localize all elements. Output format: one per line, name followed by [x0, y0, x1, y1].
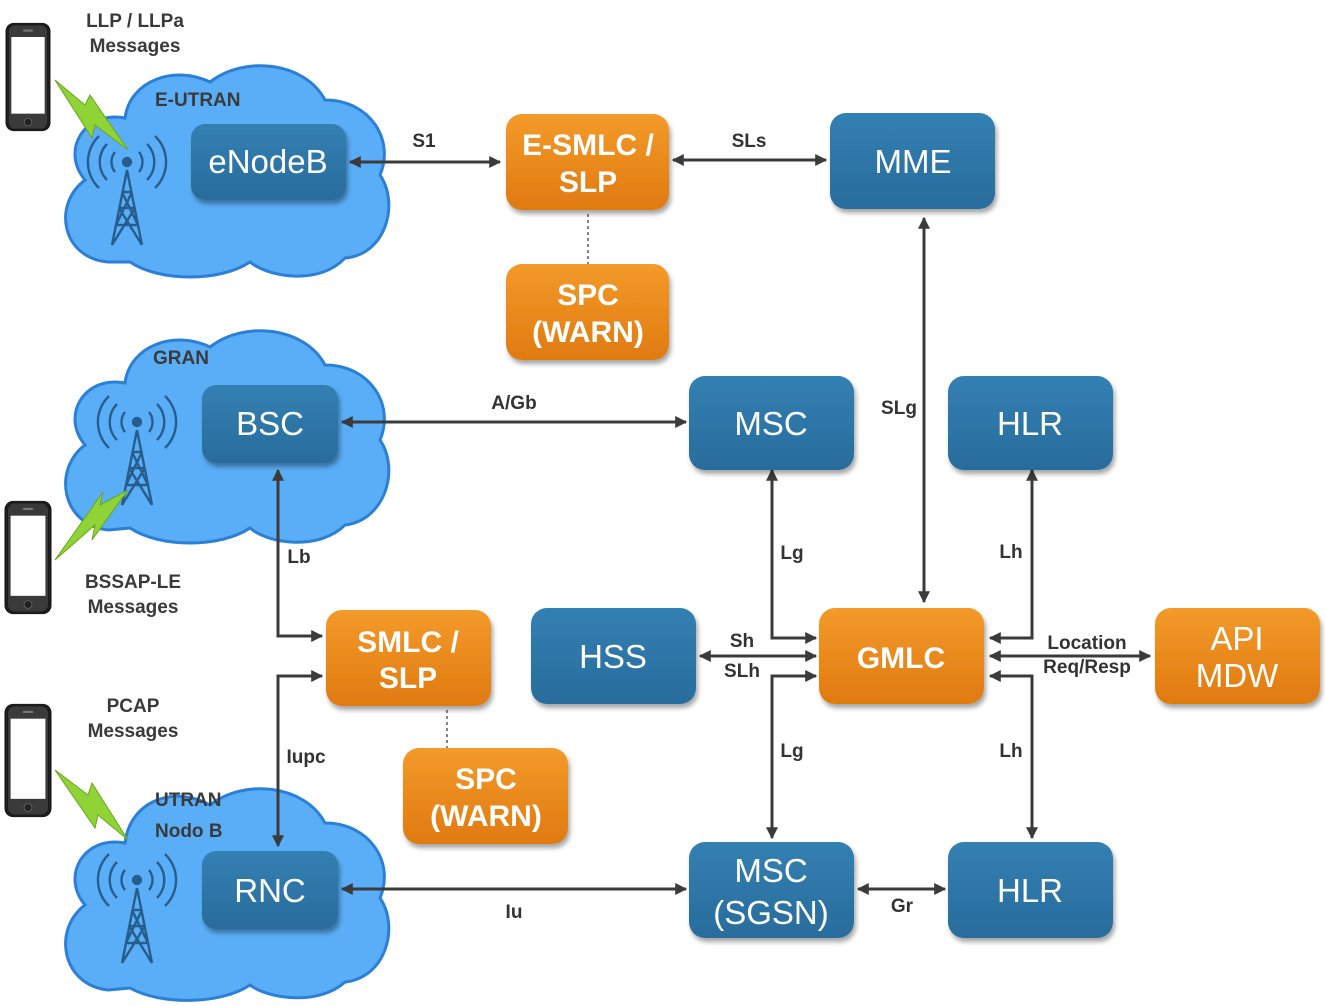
msg-llp-line1: LLP / LLPa: [86, 11, 184, 32]
edge-label-lg-top: Lg: [780, 543, 803, 564]
node-label-spc-bottom-line2: (WARN): [430, 800, 542, 833]
phone-icon: [3, 703, 53, 818]
phone-middle: [3, 489, 129, 615]
node-label-hlr-bottom: HLR: [997, 872, 1063, 909]
edge-label-lh-top: Lh: [999, 542, 1022, 563]
node-gmlc[interactable]: GMLC: [819, 608, 984, 704]
link-lb: [272, 468, 324, 642]
edge-label-lh-bottom: Lh: [999, 741, 1022, 762]
msg-llp-line2: Messages: [90, 36, 181, 57]
msg-pcap-line1: PCAP: [107, 696, 160, 717]
edge-label-agb: A/Gb: [491, 393, 536, 414]
node-label-enodeb: eNodeB: [208, 143, 327, 180]
node-mme[interactable]: MME: [830, 113, 995, 209]
node-label-msc-sgsn-line1: MSC: [734, 852, 807, 889]
lightning-icon: [54, 79, 129, 151]
node-rnc[interactable]: RNC: [202, 851, 338, 929]
cloud-label-gran: GRAN: [153, 348, 209, 369]
node-label-spc-bottom-line1: SPC: [455, 763, 517, 796]
node-esmlc[interactable]: E-SMLC / SLP: [506, 114, 669, 210]
edge-label-iu: Iu: [506, 902, 523, 923]
edge-label-sls: SLs: [732, 131, 767, 152]
node-msc-top[interactable]: MSC: [689, 376, 854, 470]
node-enodeb[interactable]: eNodeB: [191, 124, 346, 200]
cloud-label-utran: UTRAN: [155, 790, 222, 811]
link-lg-top: [766, 468, 818, 644]
edge-label-location: Location: [1047, 633, 1126, 654]
node-label-msc-top: MSC: [734, 405, 807, 442]
edge-label-slg: SLg: [881, 398, 917, 419]
edge-label-s1: S1: [412, 131, 436, 152]
edge-label-sh: Sh: [730, 631, 754, 652]
lightning-icon: [54, 489, 129, 561]
phone-top: [5, 22, 129, 151]
edge-label-slh: SLh: [724, 661, 760, 682]
node-api-mdw[interactable]: API MDW: [1155, 608, 1320, 704]
node-smlc[interactable]: SMLC / SLP: [326, 610, 491, 706]
edge-label-lb: Lb: [287, 547, 310, 568]
edge-label-gr: Gr: [891, 896, 914, 917]
edge-label-req-resp: Req/Resp: [1043, 657, 1131, 678]
cloud-label-eutran: E-UTRAN: [155, 90, 241, 111]
node-hlr-top[interactable]: HLR: [948, 376, 1113, 470]
msg-bssap-line2: Messages: [88, 597, 179, 618]
link-lg-bottom: [766, 670, 818, 840]
edge-label-iupc: Iupc: [286, 747, 325, 768]
lightning-icon: [54, 769, 129, 841]
node-hss[interactable]: HSS: [531, 608, 696, 704]
node-label-esmlc-line2: SLP: [559, 166, 617, 199]
edge-label-lg-bottom: Lg: [780, 741, 803, 762]
node-label-bsc: BSC: [236, 405, 304, 442]
node-label-rnc: RNC: [234, 872, 306, 909]
node-label-msc-sgsn-line2: (SGSN): [713, 894, 829, 931]
msg-pcap-line2: Messages: [88, 721, 179, 742]
phone-icon: [5, 22, 51, 132]
link-lh-bottom: [988, 670, 1038, 840]
phone-icon: [3, 500, 53, 615]
node-label-hss: HSS: [579, 638, 647, 675]
node-label-esmlc-line1: E-SMLC /: [522, 129, 654, 162]
node-spc-bottom[interactable]: SPC (WARN): [403, 748, 568, 844]
node-label-spc-top-line2: (WARN): [532, 316, 644, 349]
node-label-gmlc: GMLC: [857, 642, 945, 675]
node-label-mme: MME: [875, 143, 952, 180]
node-label-api-line2: MDW: [1196, 657, 1279, 694]
links: [272, 154, 1152, 895]
node-label-hlr-top: HLR: [997, 405, 1063, 442]
node-label-spc-top-line1: SPC: [557, 279, 619, 312]
link-lh-top: [988, 468, 1038, 644]
node-label-smlc-line2: SLP: [379, 662, 437, 695]
node-label-api-line1: API: [1210, 620, 1263, 657]
msg-bssap-line1: BSSAP-LE: [85, 572, 181, 593]
node-hlr-bottom[interactable]: HLR: [948, 842, 1113, 938]
phone-bottom: [3, 703, 129, 841]
node-msc-sgsn[interactable]: MSC (SGSN): [689, 842, 854, 938]
node-spc-top[interactable]: SPC (WARN): [506, 264, 669, 360]
link-iupc: [272, 670, 324, 848]
node-bsc[interactable]: BSC: [202, 385, 338, 463]
cloud-sublabel-nodo-b: Nodo B: [155, 821, 223, 842]
node-label-smlc-line1: SMLC /: [357, 626, 459, 659]
